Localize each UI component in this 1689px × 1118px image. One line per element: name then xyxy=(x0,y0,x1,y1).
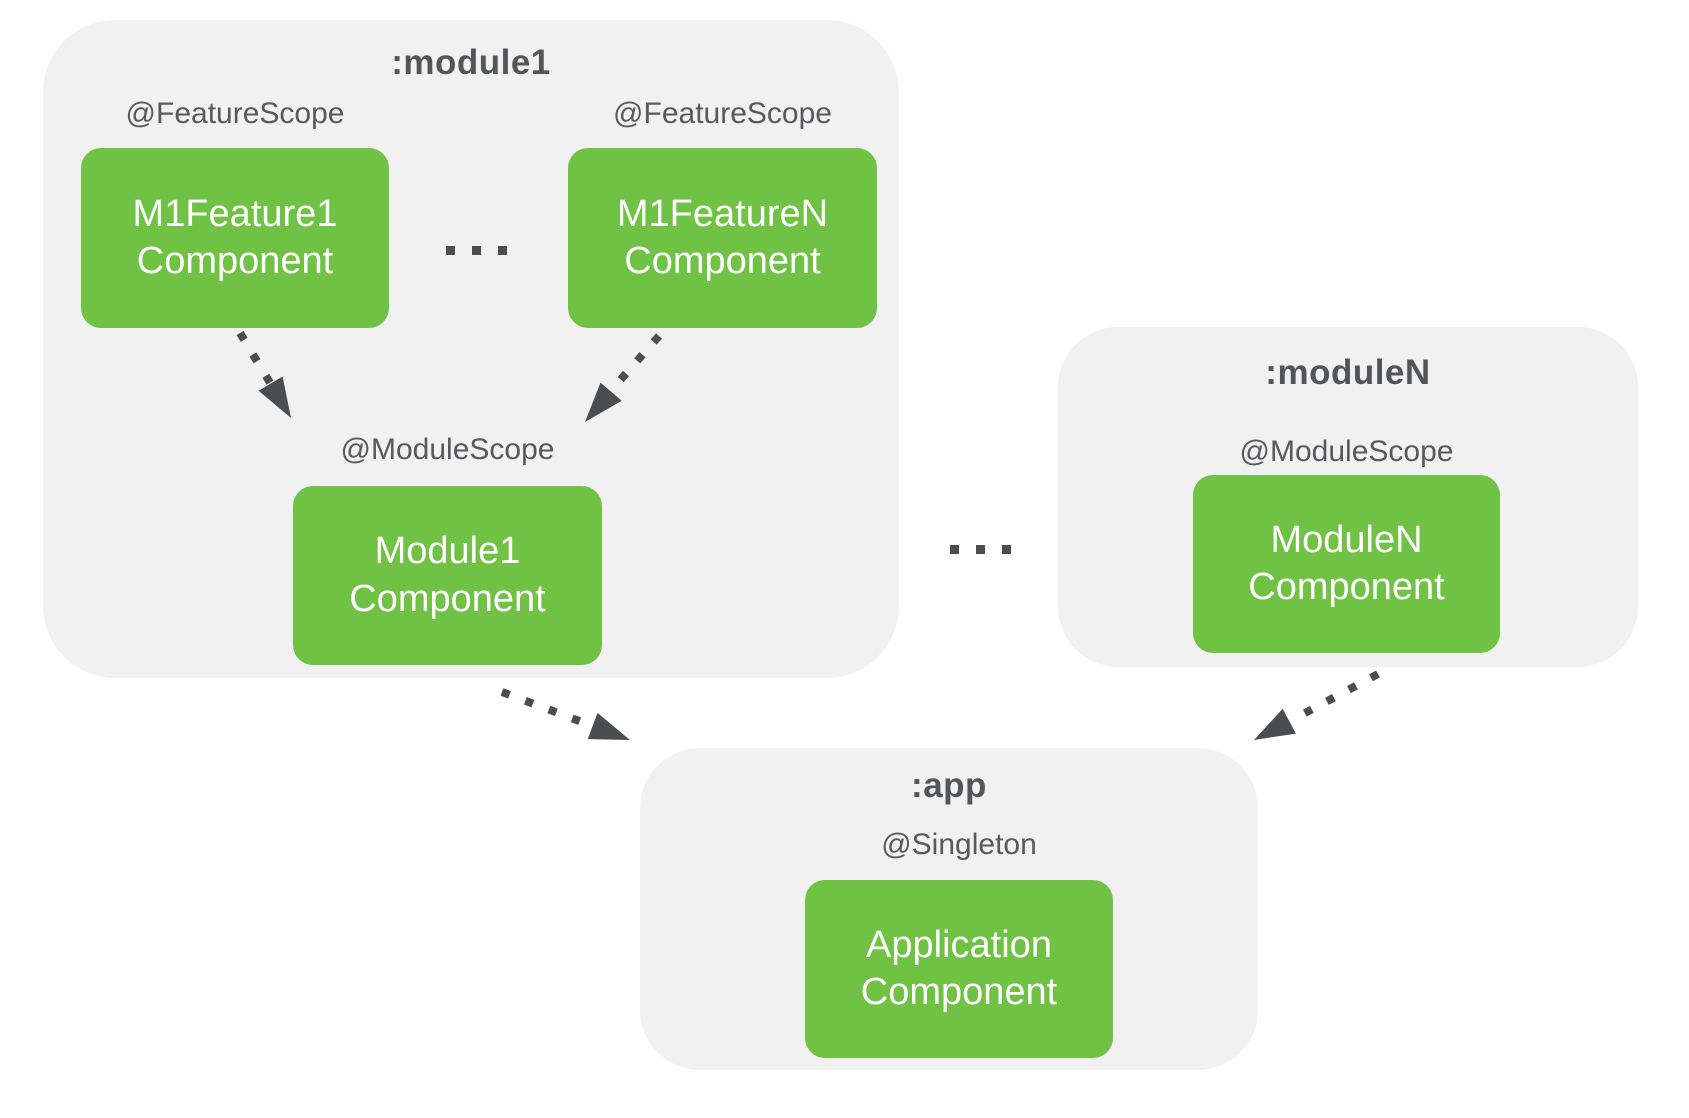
ellipsis-dot xyxy=(497,245,507,255)
feature-scope-label-1: @FeatureScope xyxy=(125,97,345,130)
dependency-arrow-head xyxy=(587,712,630,740)
app-container: :app @Singleton Application Component xyxy=(640,748,1258,1070)
module-scope-label-module1: @ModuleScope xyxy=(340,433,555,466)
ellipsis-dot xyxy=(1001,544,1011,554)
features-ellipsis xyxy=(436,244,516,256)
modules-ellipsis xyxy=(940,543,1020,555)
module1-component-box: Module1 Component xyxy=(293,486,602,665)
arrow-modulen-to-app xyxy=(1254,670,1380,740)
modulen-component-box: ModuleN Component xyxy=(1193,475,1500,653)
app-title: :app xyxy=(911,766,987,805)
module-scope-label-modulen: @ModuleScope xyxy=(1239,435,1454,468)
modulen-title: :moduleN xyxy=(1265,353,1431,392)
dependency-arrow-shaft xyxy=(1290,670,1380,724)
ellipsis-dot xyxy=(445,245,455,255)
application-component-box: Application Component xyxy=(805,880,1113,1058)
feature-scope-label-n: @FeatureScope xyxy=(613,97,832,130)
module1-title: :module1 xyxy=(391,43,551,82)
dependency-arrow-head xyxy=(1254,708,1296,740)
ellipsis-dot xyxy=(975,544,985,554)
module1-container: :module1 @FeatureScope M1Feature1 Compon… xyxy=(43,20,899,678)
ellipsis-dot xyxy=(949,544,959,554)
ellipsis-dot xyxy=(471,245,481,255)
dependency-arrow-shaft xyxy=(500,688,592,729)
m1featuren-component-box: M1FeatureN Component xyxy=(568,148,877,328)
modulen-container: :moduleN @ModuleScope ModuleN Component xyxy=(1058,327,1638,667)
m1feature1-component-box: M1Feature1 Component xyxy=(81,148,389,328)
arrow-module1-to-app xyxy=(500,688,630,740)
singleton-label: @Singleton xyxy=(881,828,1037,861)
